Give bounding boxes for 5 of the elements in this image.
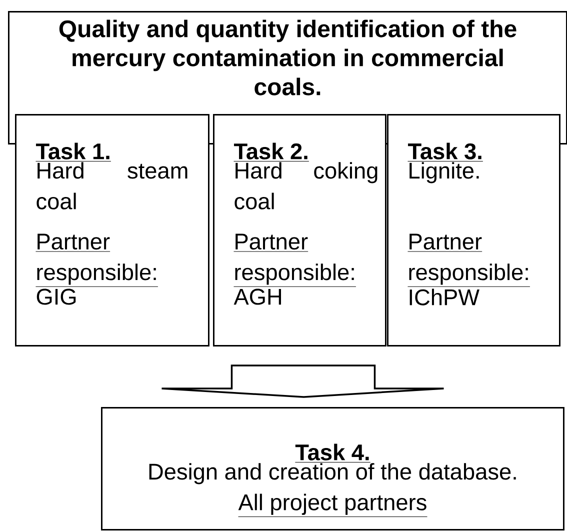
task-box: Task 3. Lignite. Partner responsible: IChPW: [387, 114, 560, 346]
task-box: Task 4. Design and creation of the database. All project partners: [101, 407, 564, 530]
task-box: Task 2. Hard coking coal Partner responsible: AGH: [213, 114, 386, 346]
block-arrow: [160, 364, 445, 398]
task-box: Task 1. Hard steam coal Partner responsible: GIG: [15, 114, 210, 346]
